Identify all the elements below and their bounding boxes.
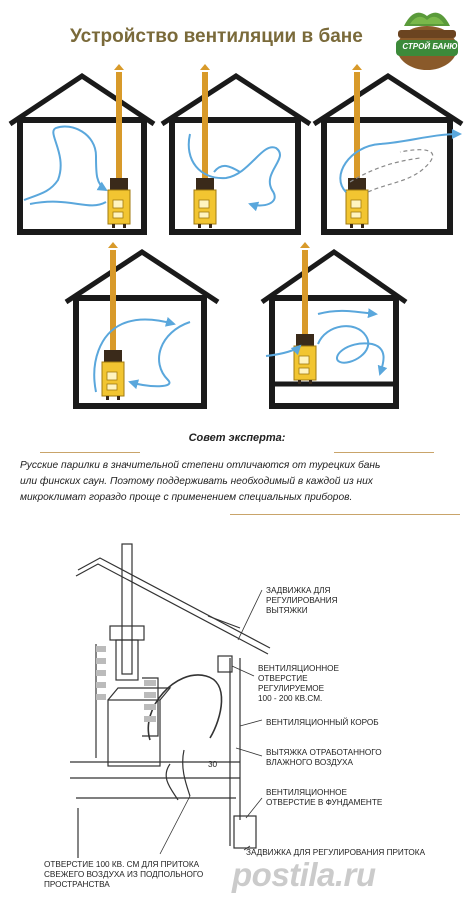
logo-icon (396, 12, 458, 70)
divider-left (40, 452, 140, 453)
page-title: Устройство вентиляции в бане (70, 26, 363, 47)
technical-drawing (70, 543, 271, 858)
expert-tip-line-3: микроклимат гораздо проще с применением … (20, 492, 353, 503)
logo-text: СТРОЙ БАНЮ (402, 42, 458, 51)
label-30: 30 (208, 760, 218, 769)
divider-bottom (230, 514, 460, 515)
label-foundation-vent: ВЕНТИЛЯЦИОННОЕ ОТВЕРСТИЕ В ФУНДАМЕНТЕ (266, 788, 383, 807)
house-scheme-3 (312, 64, 464, 235)
label-vent-duct: ВЕНТИЛЯЦИОННЫЙ КОРОБ (266, 718, 379, 727)
ventilation-schemes (8, 64, 464, 409)
house-scheme-1 (8, 64, 156, 235)
house-scheme-5 (260, 242, 408, 409)
expert-tip-heading: Совет эксперта: (188, 432, 286, 444)
label-inflow-damper: ЗАДВИЖКА ДЛЯ РЕГУЛИРОВАНИЯ ПРИТОКА (246, 848, 426, 857)
label-exhaust-damper: ЗАДВИЖКА ДЛЯ РЕГУЛИРОВАНИЯ ВЫТЯЖКИ (266, 586, 338, 615)
label-exhaust-air: ВЫТЯЖКА ОТРАБОТАННОГО ВЛАЖНОГО ВОЗДУХА (266, 748, 382, 767)
expert-tip-line-1: Русские парилки в значительной степени о… (20, 460, 381, 471)
label-vent-opening: ВЕНТИЛЯЦИОННОЕ ОТВЕРСТИЕ РЕГУЛИРУЕМОЕ 10… (258, 664, 339, 703)
label-fresh-air-opening: ОТВЕРСТИЕ 100 КВ. СМ ДЛЯ ПРИТОКА СВЕЖЕГО… (44, 860, 204, 889)
expert-tip-line-2: или финских саун. Поэтому поддерживать н… (20, 476, 373, 487)
divider-right (334, 452, 434, 453)
house-scheme-2 (160, 64, 312, 235)
watermark: postila.ru (232, 856, 376, 893)
house-scheme-4 (64, 242, 220, 409)
